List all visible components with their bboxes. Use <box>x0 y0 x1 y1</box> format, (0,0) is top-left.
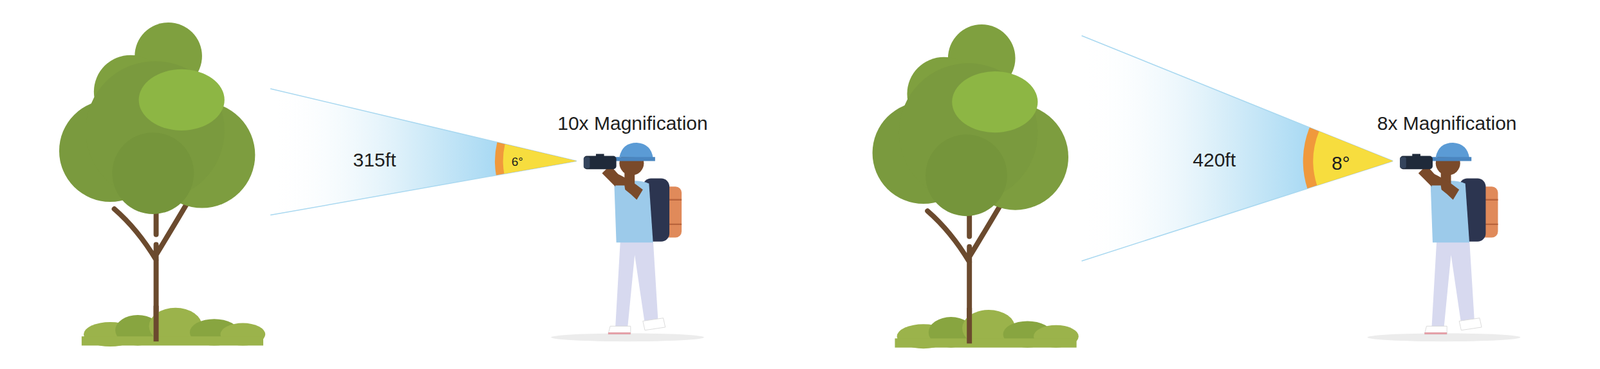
angle-arc <box>494 142 577 176</box>
angle-arc <box>1303 127 1394 189</box>
magnification-label: 8x Magnification <box>1377 113 1517 134</box>
distance-label: 315ft <box>352 150 396 170</box>
tree <box>59 22 266 347</box>
distance-label: 420ft <box>1192 150 1236 170</box>
view-cone <box>270 88 577 216</box>
tree <box>872 24 1079 349</box>
view-cone <box>1081 36 1394 262</box>
magnification-label: 10x Magnification <box>557 113 708 134</box>
hiker <box>1367 142 1521 342</box>
angle-label: 8° <box>1331 153 1351 174</box>
angle-label: 6° <box>511 155 524 168</box>
hiker <box>550 142 705 342</box>
